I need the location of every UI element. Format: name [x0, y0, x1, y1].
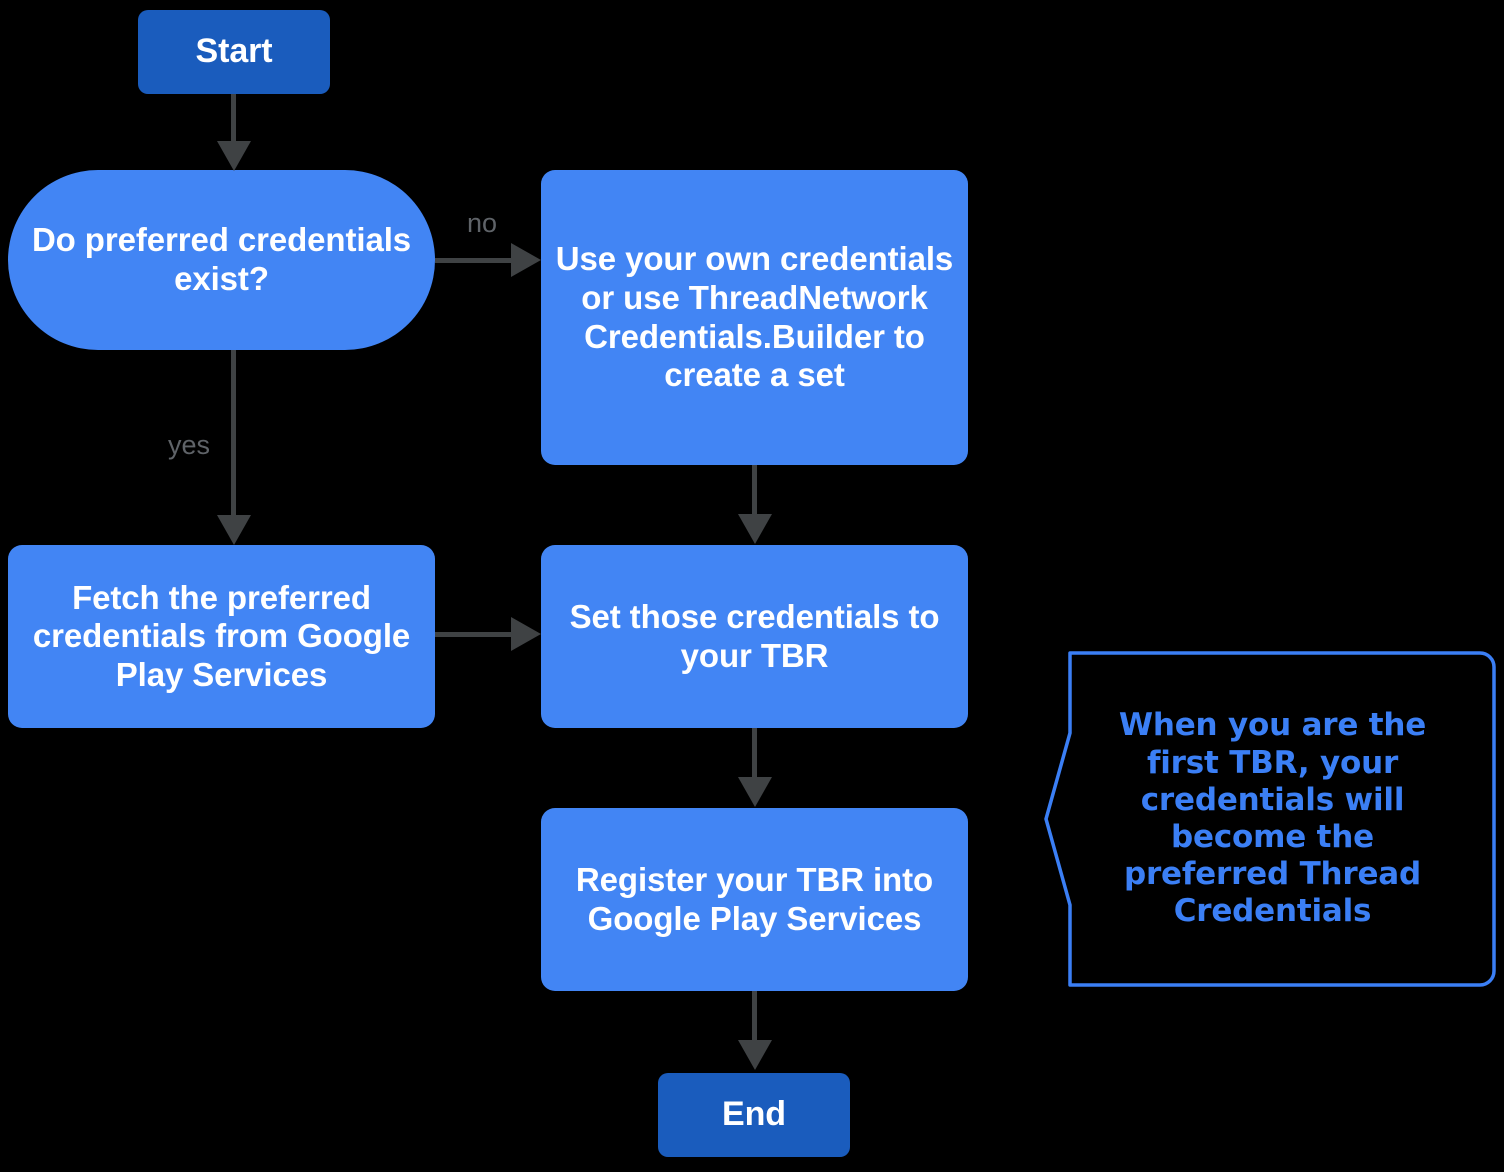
edge-decision-to-fetch-arrowhead [217, 515, 251, 545]
edge-register-to-end-arrowhead [738, 1040, 772, 1070]
edge-own-to-set-line [752, 465, 757, 520]
node-fetch-preferred-credentials[interactable]: Fetch the preferred credentials from Goo… [8, 545, 435, 728]
node-decision-preferred-credentials-exist[interactable]: Do preferred credentials exist? [8, 170, 435, 350]
edge-decision-to-fetch-line [231, 350, 236, 522]
edge-register-to-end-line [752, 991, 757, 1046]
edge-fetch-to-set-arrowhead [511, 617, 541, 651]
edge-decision-to-own-arrowhead [511, 243, 541, 277]
edge-fetch-to-set-line [435, 632, 517, 637]
callout-note: When you are the first TBR, your credent… [1043, 645, 1500, 993]
edge-label-no: no [467, 208, 498, 238]
edge-decision-to-own-line [435, 258, 517, 263]
edge-start-to-decision-arrowhead [217, 141, 251, 171]
node-use-own-credentials[interactable]: Use your own credentials or use ThreadNe… [541, 170, 968, 465]
node-register-tbr[interactable]: Register your TBR into Google Play Servi… [541, 808, 968, 991]
node-set-credentials-to-tbr[interactable]: Set those credentials to your TBR [541, 545, 968, 728]
edge-set-to-register-arrowhead [738, 777, 772, 807]
edge-set-to-register-line [752, 728, 757, 783]
callout-bubble-shape [1044, 651, 1496, 987]
edge-start-to-decision-line [231, 94, 236, 146]
callout-note-text: When you are the first TBR, your credent… [1118, 707, 1427, 930]
edge-own-to-set-arrowhead [738, 514, 772, 544]
edge-label-yes: yes [168, 430, 211, 460]
node-start[interactable]: Start [138, 10, 330, 94]
node-end[interactable]: End [658, 1073, 850, 1157]
